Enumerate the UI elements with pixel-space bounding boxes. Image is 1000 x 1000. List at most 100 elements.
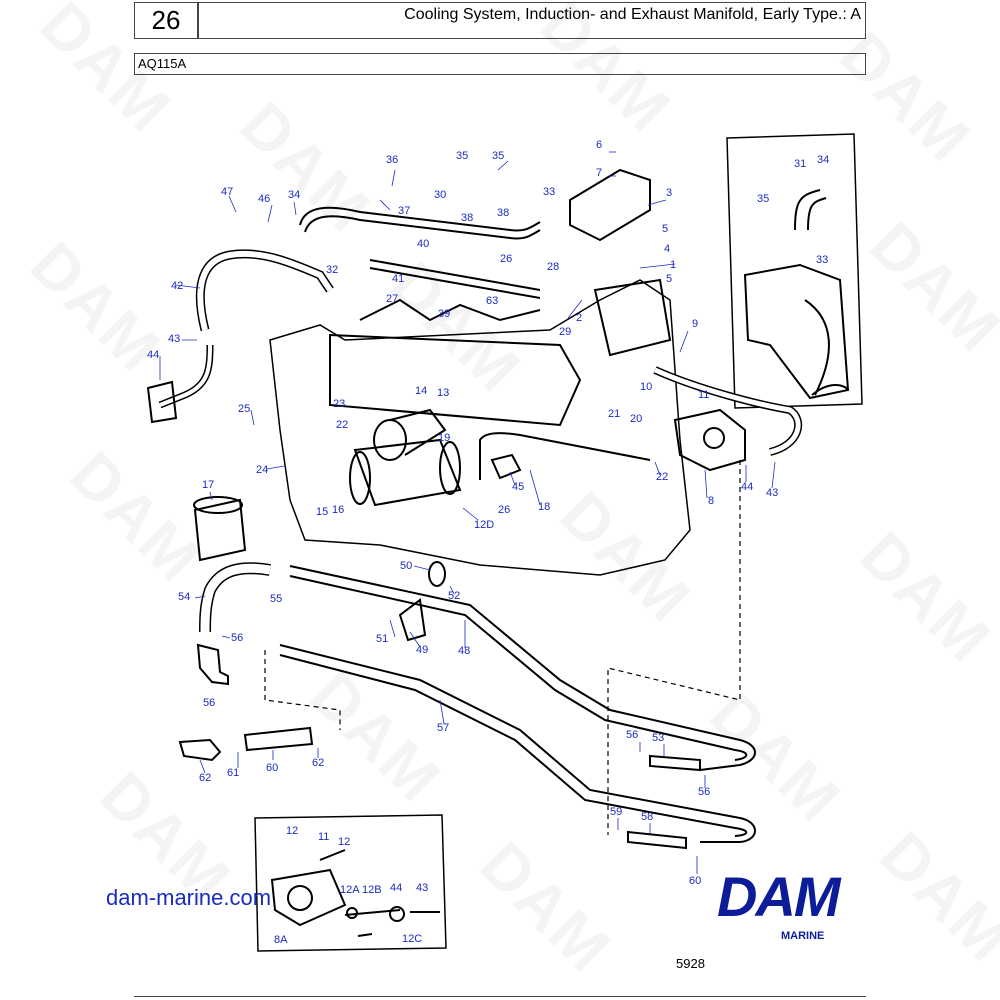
callout: 11 (698, 389, 709, 401)
callout: 62 (312, 757, 324, 769)
callout: 33 (543, 186, 555, 198)
brand-logo: DAM (717, 865, 841, 928)
callout: 52 (448, 590, 460, 602)
callout: 38 (497, 207, 509, 219)
callout: 24 (256, 464, 268, 476)
callout: 26 (498, 504, 510, 516)
callout: 56 (203, 697, 215, 709)
inset-elbow (794, 189, 827, 231)
callout: 13 (437, 387, 449, 399)
fitting-63 (178, 738, 222, 762)
oil-filter-18 (193, 498, 247, 562)
callout: 46 (258, 193, 270, 205)
callout: 60 (266, 762, 278, 774)
callout: 22 (656, 471, 668, 483)
pipe-31 (299, 206, 541, 232)
callout: 60 (689, 875, 701, 887)
callout: 63 (486, 295, 498, 307)
hose-54 (649, 754, 701, 772)
callout: 11 (318, 831, 329, 843)
callout: 51 (376, 633, 388, 645)
front-cover (593, 278, 672, 357)
callout: 21 (608, 408, 620, 420)
inset-pump (270, 868, 347, 927)
callout: 28 (547, 261, 559, 273)
callout: 25 (238, 403, 250, 415)
inset-frame-bottom (254, 814, 447, 952)
callout: 42 (171, 280, 183, 292)
callout: 62 (199, 772, 211, 784)
callout-labels: 1 2 3 4 5 5 6 7 8 8A 9 10 11 11 12 12 12… (147, 139, 829, 946)
callout: 43 (766, 487, 778, 499)
callout: 27 (386, 293, 398, 305)
callout: 56 (231, 632, 243, 644)
manifold-housing-3 (569, 168, 651, 242)
hose-59 (627, 830, 687, 850)
pipe-27 (369, 259, 541, 299)
callout: 15 (316, 506, 328, 518)
callout: 9 (692, 318, 698, 330)
callout: 3 (666, 187, 672, 199)
callout: 33 (816, 254, 828, 266)
exhaust-manifold (329, 333, 582, 427)
callout: 41 (392, 273, 404, 285)
callout: 12B (362, 884, 382, 896)
callout: 6 (596, 139, 602, 151)
callout: 55 (270, 593, 282, 605)
callout: 45 (512, 481, 524, 493)
drawing-lines (146, 133, 863, 952)
inset-manifold (743, 263, 850, 400)
callout: 2 (576, 312, 582, 324)
callout: 43 (416, 882, 428, 894)
callout: 48 (458, 645, 470, 657)
pipe-49 (289, 565, 756, 771)
callout: 53 (652, 732, 664, 744)
callout: 12C (402, 933, 422, 945)
callout: 12 (286, 825, 298, 837)
callout: 40 (417, 238, 429, 250)
section-number: 26 (151, 5, 181, 35)
callout: 12 (338, 836, 350, 848)
callout: 5 (662, 223, 668, 235)
callout: 36 (386, 154, 398, 166)
dashed-guide-left (264, 650, 341, 730)
callout: 16 (332, 504, 344, 516)
callout: 44 (390, 882, 402, 894)
pipe-58 (279, 644, 756, 843)
callout: 56 (698, 786, 710, 798)
clamp-46 (490, 453, 522, 480)
callout: 8A (274, 934, 288, 946)
brand-logo-subtitle: MARINE (781, 930, 825, 942)
callout: 38 (461, 212, 473, 224)
callout: 54 (178, 591, 190, 603)
callout: 7 (596, 167, 602, 179)
leader-lines (159, 151, 776, 874)
pipe-19 (479, 432, 651, 480)
website-link[interactable]: dam-marine.com (106, 885, 272, 910)
oil-cooler-13 (353, 438, 462, 507)
dashed-guide (607, 460, 741, 835)
drawing-number: 5928 (676, 956, 705, 971)
model-box: AQ115A (134, 53, 866, 75)
callout: 20 (630, 413, 642, 425)
hose-43-right (653, 366, 803, 456)
callout: 49 (416, 644, 428, 656)
callout: 43 (168, 333, 180, 345)
callout: 31 (794, 158, 806, 170)
callout: 59 (610, 806, 622, 818)
callout: 34 (288, 189, 300, 201)
callout: 30 (434, 189, 446, 201)
callout: 34 (817, 154, 829, 166)
bracket-50 (398, 598, 427, 642)
callout: 57 (437, 722, 449, 734)
callout: 18 (538, 501, 550, 513)
callout: 19 (438, 432, 450, 444)
callout: 35 (456, 150, 468, 162)
callout: 44 (741, 481, 753, 493)
elbow-57 (196, 643, 229, 686)
callout: 56 (626, 729, 638, 741)
callout: 1 (670, 259, 676, 271)
water-pump-8 (673, 408, 746, 472)
footer-divider (134, 996, 866, 997)
